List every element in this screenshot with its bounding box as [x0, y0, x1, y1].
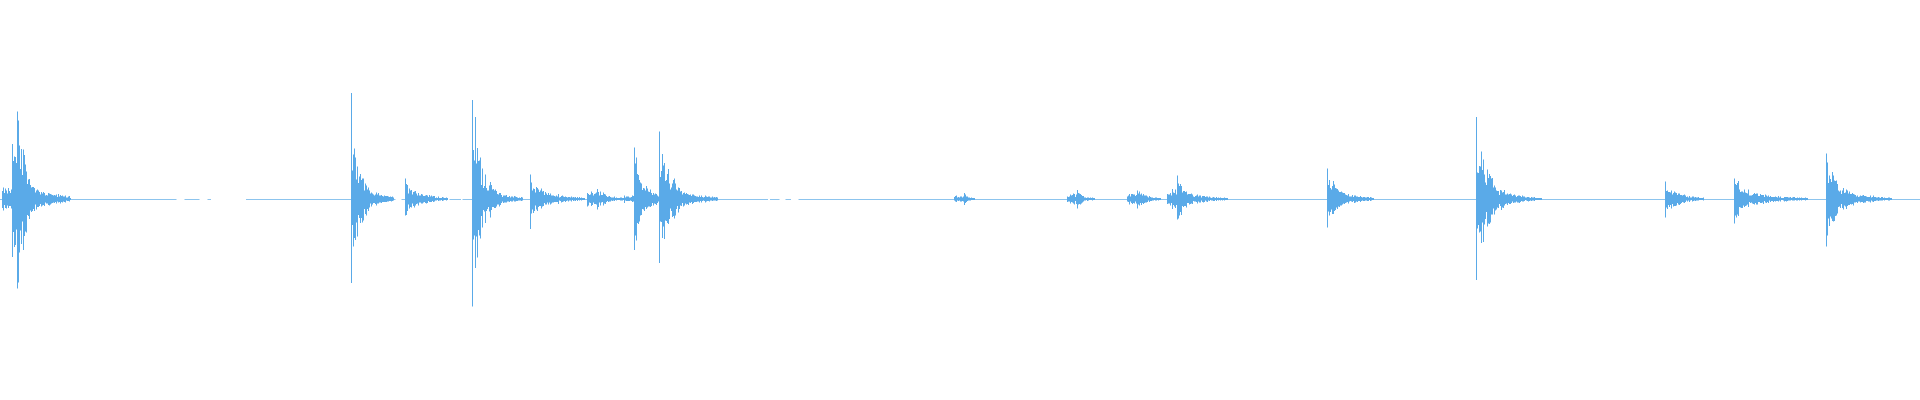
waveform-burst [1826, 153, 1892, 247]
waveform-burst [530, 174, 585, 229]
waveform-bursts [2, 93, 1892, 307]
waveform-burst [1665, 181, 1704, 218]
waveform-burst [659, 131, 718, 263]
waveform-burst [7, 111, 64, 289]
waveform-burst [954, 193, 975, 205]
waveform-burst [1327, 168, 1374, 228]
waveform-burst [1167, 175, 1228, 220]
waveform-burst [587, 189, 629, 210]
waveform-burst [1476, 117, 1542, 281]
waveform-burst [1127, 190, 1161, 209]
waveform-burst [472, 100, 523, 307]
waveform-burst [351, 93, 394, 283]
waveform-burst [1067, 190, 1095, 209]
waveform-burst [405, 178, 448, 216]
waveform-burst [1734, 178, 1808, 224]
